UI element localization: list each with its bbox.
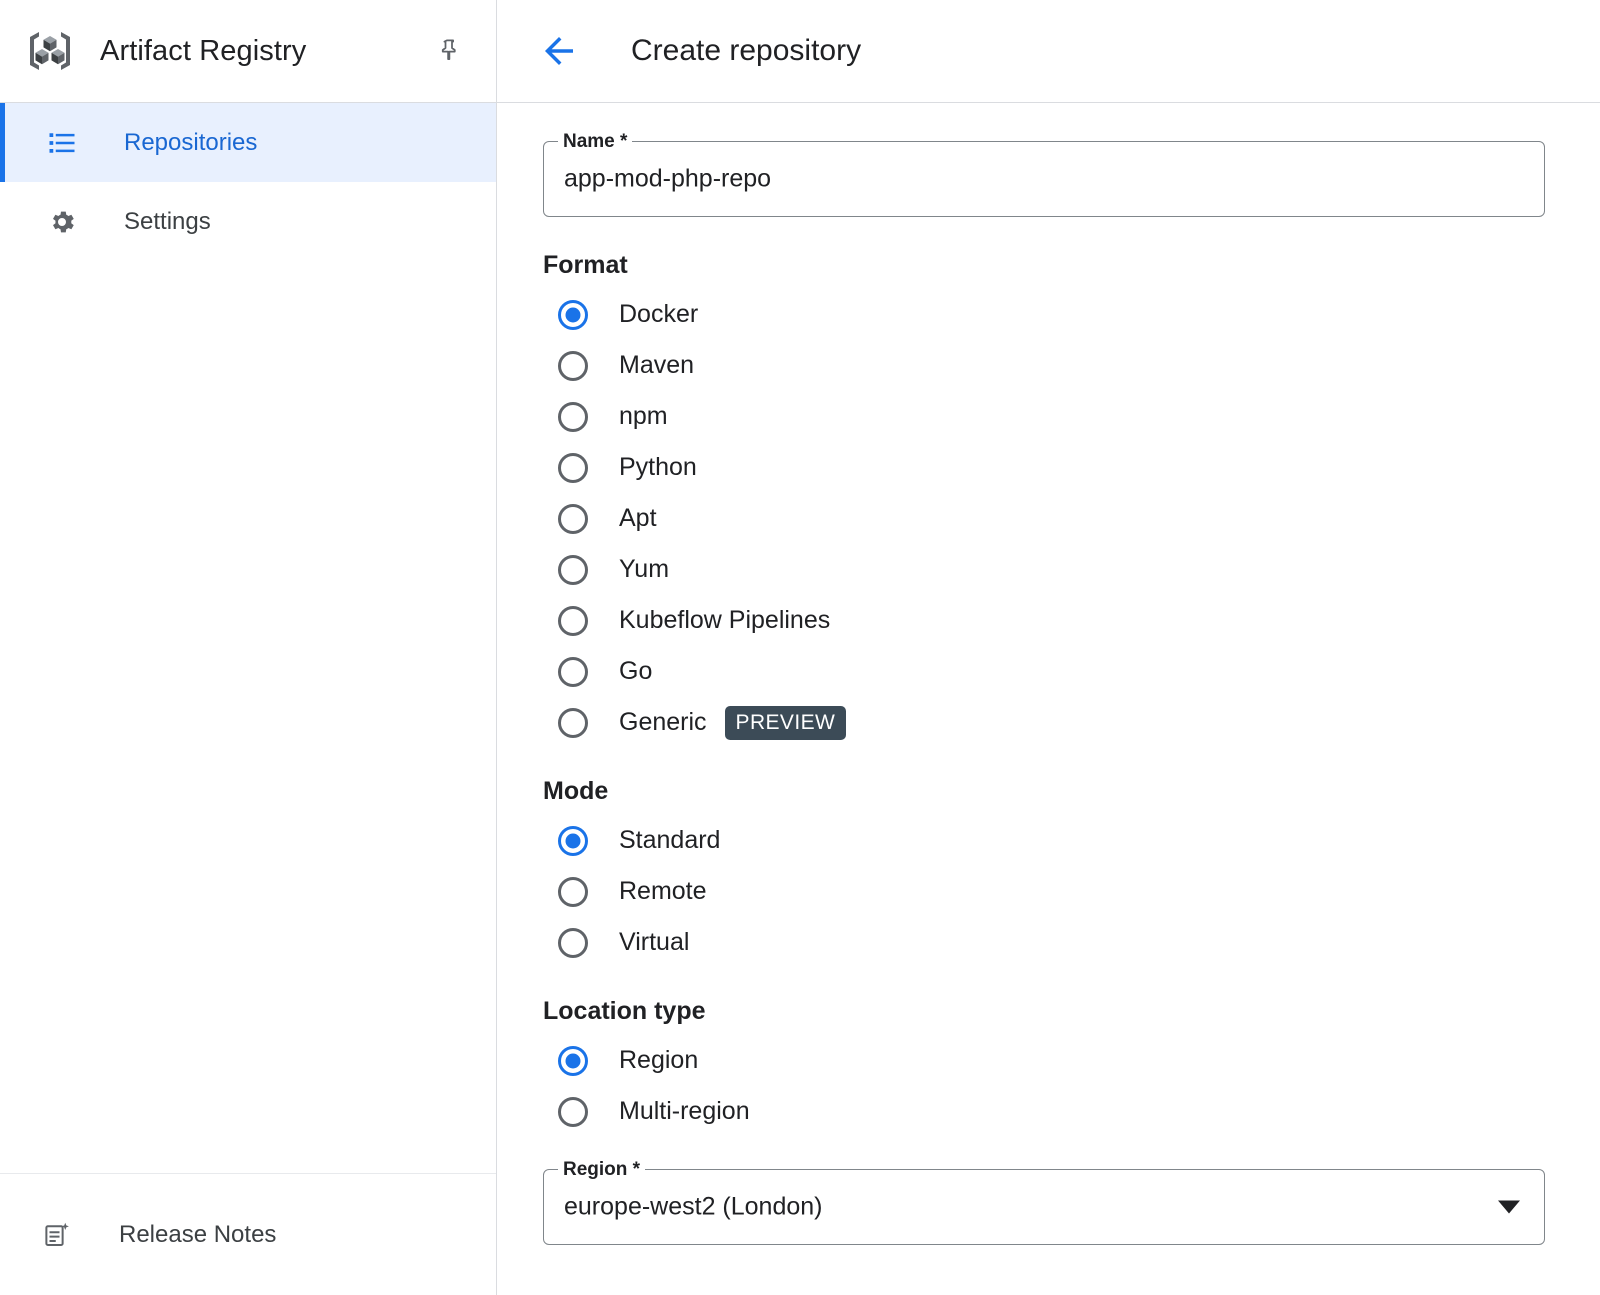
radio-icon xyxy=(558,927,588,958)
preview-badge: PREVIEW xyxy=(724,705,847,740)
region-select-value: europe-west2 (London) xyxy=(564,1192,823,1221)
name-field-label: Name * xyxy=(558,132,633,152)
artifact-registry-logo-icon xyxy=(22,23,78,79)
format-options: Docker Maven npm Python xyxy=(543,289,1600,748)
format-option-docker[interactable]: Docker xyxy=(543,289,1600,340)
radio-icon xyxy=(558,1045,588,1076)
sidebar-item-repositories[interactable]: Repositories xyxy=(0,103,496,182)
radio-icon xyxy=(558,605,588,636)
mode-group: Mode Standard Remote Virtual xyxy=(543,777,1600,968)
radio-label: Go xyxy=(619,657,653,685)
sidebar: Artifact Registry xyxy=(0,0,497,1295)
radio-icon xyxy=(558,656,588,687)
mode-option-virtual[interactable]: Virtual xyxy=(543,917,1600,968)
release-notes-item[interactable]: Release Notes xyxy=(0,1173,496,1295)
product-title: Artifact Registry xyxy=(100,34,307,67)
sidebar-item-label: Repositories xyxy=(124,128,258,156)
sidebar-item-label: Settings xyxy=(124,207,211,235)
format-title: Format xyxy=(543,251,628,279)
radio-icon xyxy=(558,503,588,534)
format-option-npm[interactable]: npm xyxy=(543,391,1600,442)
region-select-label: Region * xyxy=(558,1160,646,1180)
radio-icon xyxy=(558,401,588,432)
radio-icon xyxy=(558,350,588,381)
radio-label: Multi-region xyxy=(619,1097,750,1125)
release-notes-icon xyxy=(40,1218,74,1252)
radio-label: Python xyxy=(619,453,697,481)
radio-icon xyxy=(558,1096,588,1127)
radio-label: Yum xyxy=(619,555,670,583)
radio-label: Apt xyxy=(619,504,657,532)
location-type-options: Region Multi-region xyxy=(543,1035,1600,1137)
sidebar-nav: Repositories Settings xyxy=(0,103,496,1173)
location-type-option-region[interactable]: Region xyxy=(543,1035,1600,1086)
region-select[interactable]: Region * europe-west2 (London) xyxy=(543,1160,1545,1245)
radio-label: Remote xyxy=(619,877,707,905)
radio-icon xyxy=(558,876,588,907)
page-title: Create repository xyxy=(631,34,862,67)
format-option-generic[interactable]: Generic PREVIEW xyxy=(543,697,1600,748)
repository-form: Name * app-mod-php-repo Format Docker Ma… xyxy=(497,103,1600,1295)
format-group: Format Docker Maven npm xyxy=(543,251,1600,748)
sidebar-header: Artifact Registry xyxy=(0,0,496,103)
radio-label: npm xyxy=(619,402,668,430)
location-type-option-multi-region[interactable]: Multi-region xyxy=(543,1086,1600,1137)
format-option-python[interactable]: Python xyxy=(543,442,1600,493)
radio-icon xyxy=(558,825,588,856)
chevron-down-icon[interactable] xyxy=(1498,1200,1520,1214)
page-header: Create repository xyxy=(497,0,1600,103)
list-icon xyxy=(45,126,79,160)
format-option-go[interactable]: Go xyxy=(543,646,1600,697)
radio-icon xyxy=(558,707,588,738)
radio-icon xyxy=(558,299,588,330)
format-option-apt[interactable]: Apt xyxy=(543,493,1600,544)
format-option-maven[interactable]: Maven xyxy=(543,340,1600,391)
radio-label: Kubeflow Pipelines xyxy=(619,606,831,634)
radio-icon xyxy=(558,452,588,483)
name-field[interactable]: Name * app-mod-php-repo xyxy=(543,132,1545,217)
pin-icon[interactable] xyxy=(428,29,472,73)
format-option-kubeflow-pipelines[interactable]: Kubeflow Pipelines xyxy=(543,595,1600,646)
gear-icon xyxy=(45,205,79,239)
radio-label: Region xyxy=(619,1046,699,1074)
sidebar-item-settings[interactable]: Settings xyxy=(0,182,496,261)
radio-label: Standard xyxy=(619,826,721,854)
location-type-title: Location type xyxy=(543,997,706,1025)
format-option-yum[interactable]: Yum xyxy=(543,544,1600,595)
radio-label: Generic xyxy=(619,708,707,736)
release-notes-label: Release Notes xyxy=(119,1220,277,1248)
main-content: Create repository Name * app-mod-php-rep… xyxy=(497,0,1600,1295)
mode-title: Mode xyxy=(543,777,609,805)
radio-label: Virtual xyxy=(619,928,690,956)
radio-label: Docker xyxy=(619,300,699,328)
back-arrow-icon[interactable] xyxy=(535,27,583,75)
name-input[interactable]: app-mod-php-repo xyxy=(564,164,772,193)
mode-option-standard[interactable]: Standard xyxy=(543,815,1600,866)
mode-option-remote[interactable]: Remote xyxy=(543,866,1600,917)
radio-label: Maven xyxy=(619,351,695,379)
radio-icon xyxy=(558,554,588,585)
mode-options: Standard Remote Virtual xyxy=(543,815,1600,968)
location-type-group: Location type Region Multi-region xyxy=(543,997,1600,1137)
